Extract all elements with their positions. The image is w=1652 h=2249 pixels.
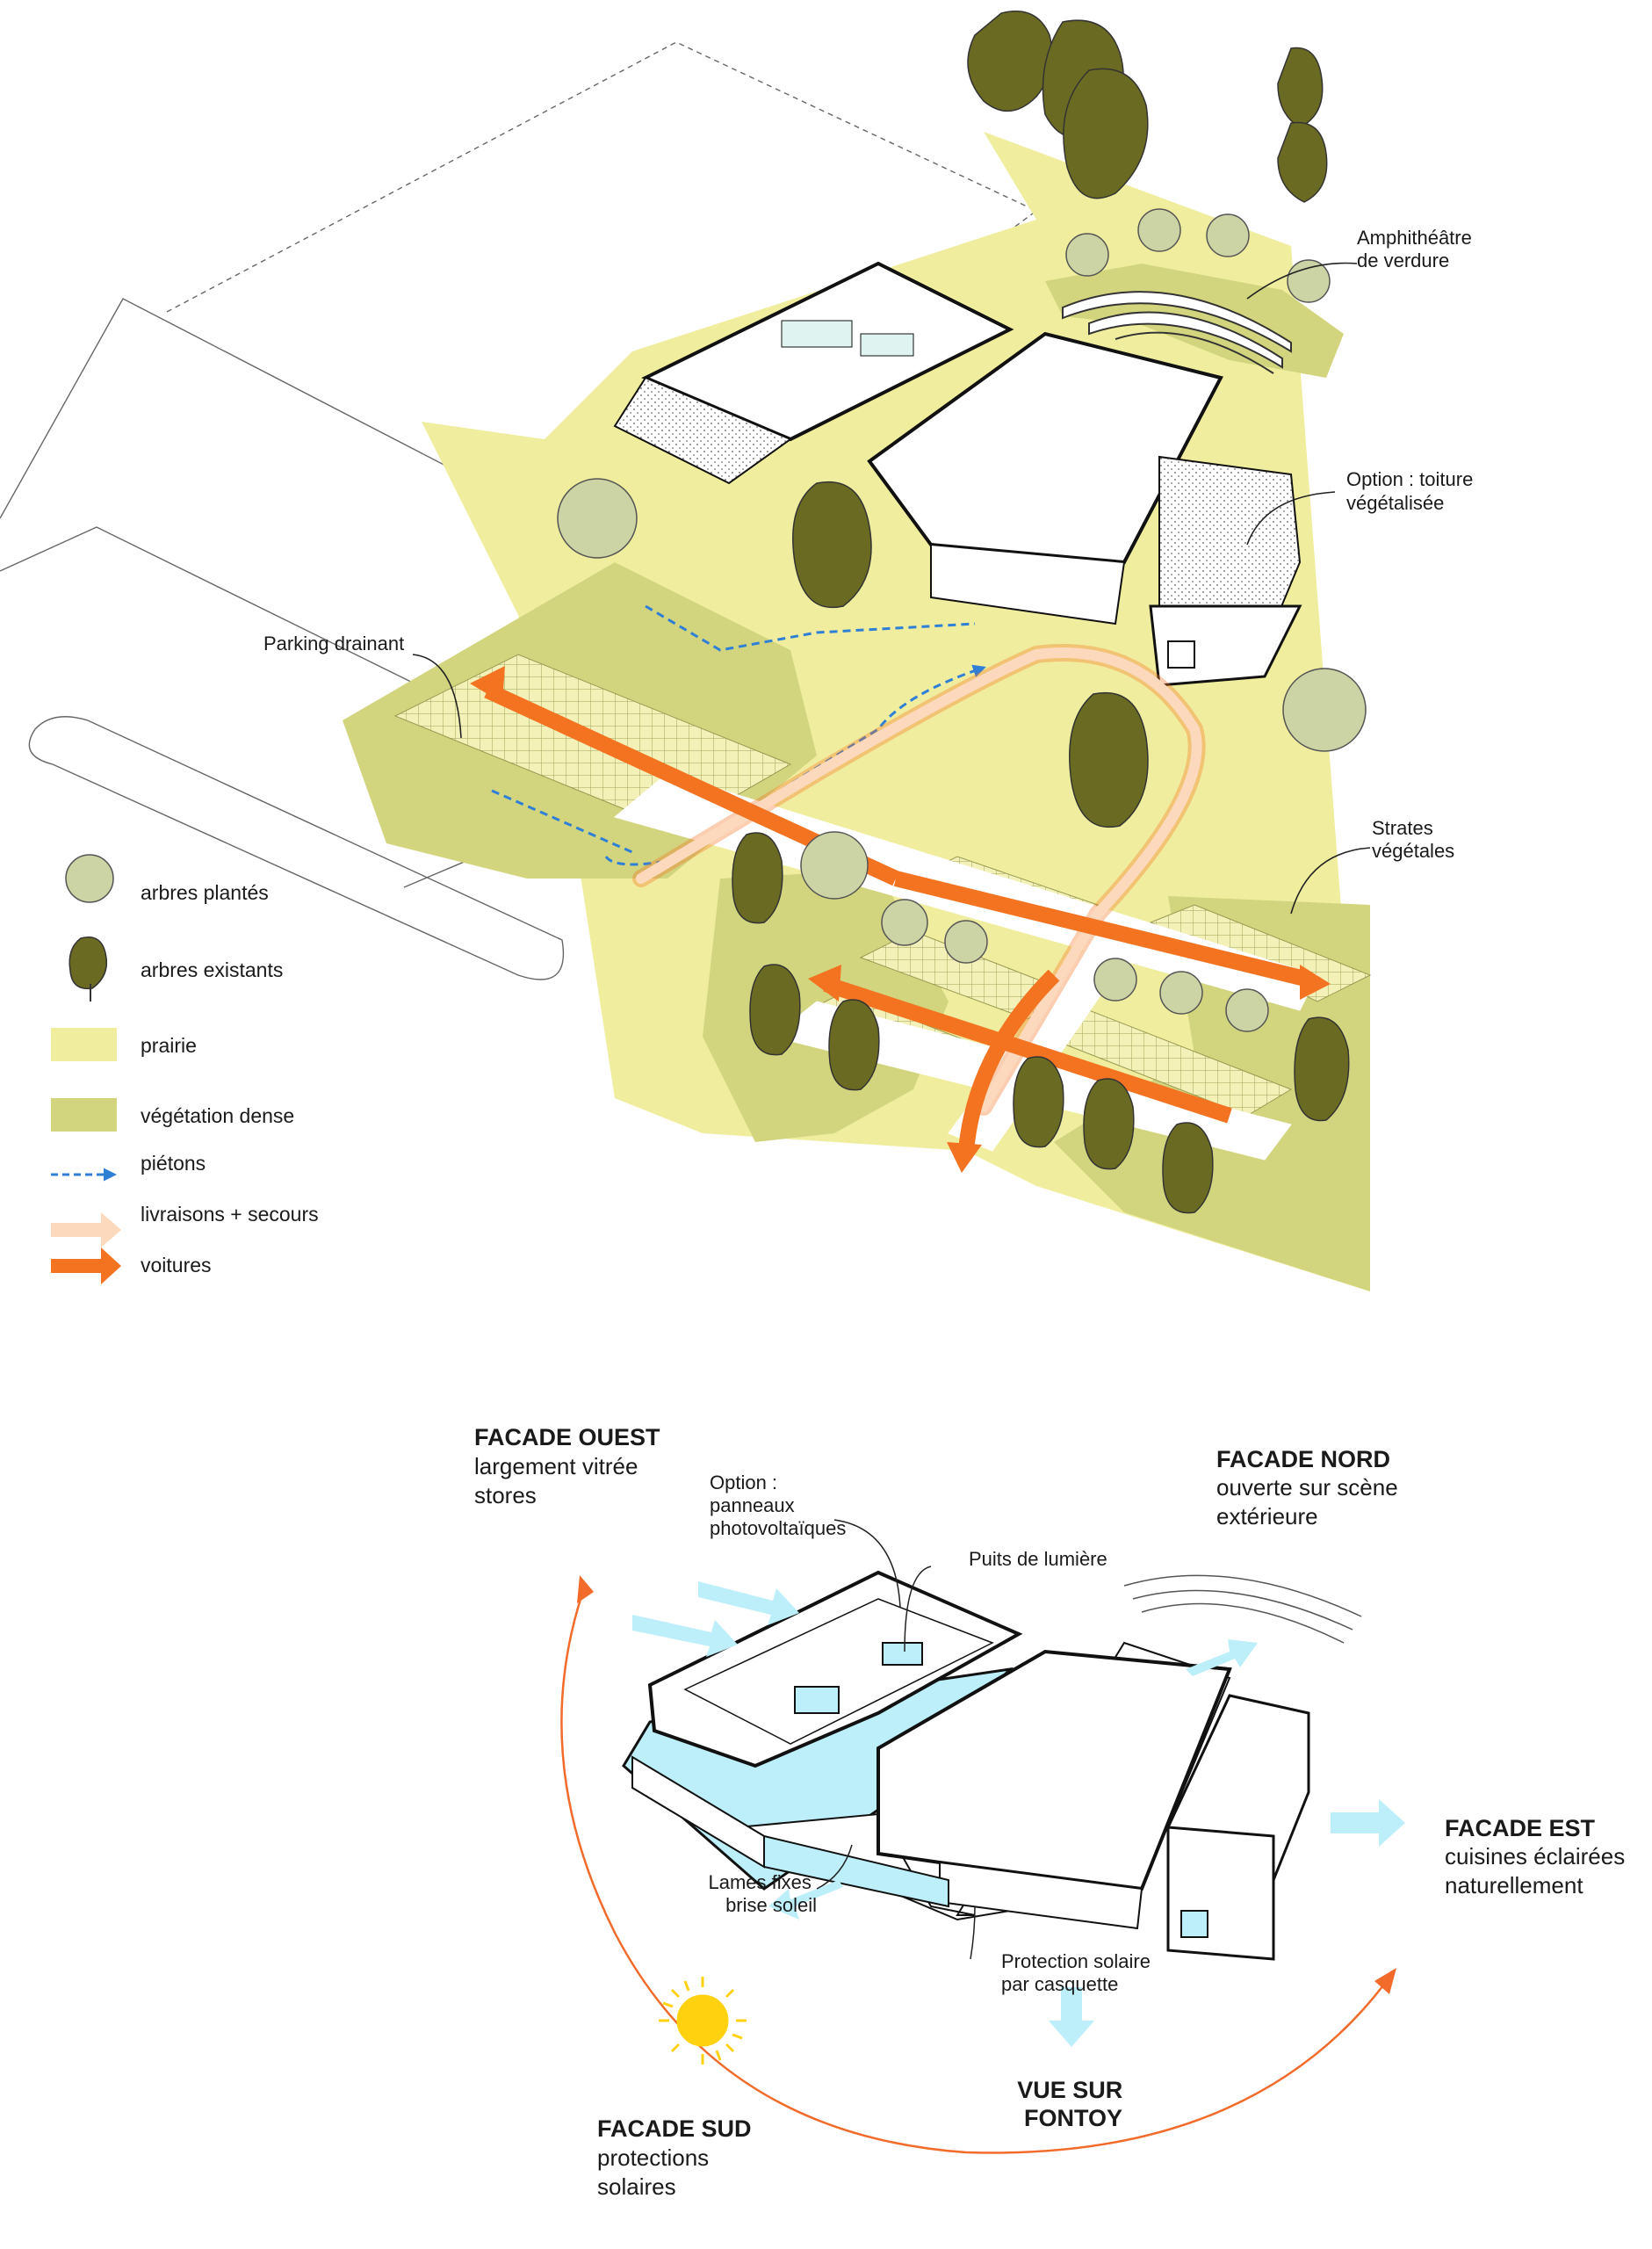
orientation-leaders — [816, 1519, 976, 1960]
planted-tree-icon — [65, 854, 114, 903]
sun-blades-note: Lames fixes brise soleil — [708, 1871, 817, 1916]
car-arrow-icon — [51, 1247, 121, 1284]
svg-text:prairie: prairie — [141, 1034, 197, 1057]
prairie-swatch — [51, 1028, 117, 1061]
site-leaders — [412, 262, 1371, 915]
facade-arrows — [632, 1581, 1405, 2047]
sun-path-arc — [560, 1587, 1384, 2154]
svg-text:livraisons + secours: livraisons + secours — [141, 1203, 319, 1226]
canopy-note: Protection solaire par casquette — [1001, 1950, 1156, 1995]
legend-item-arbres-existants: arbres existants — [69, 936, 283, 1002]
legend-item-arbres-plantes: arbres plantés — [65, 854, 269, 904]
facade-est-title: FACADE EST — [1445, 1815, 1596, 1841]
dense-swatch — [51, 1098, 117, 1132]
facade-sud-text: protections solaires — [597, 2144, 715, 2200]
car-arrowheads — [470, 666, 1331, 1173]
sun-icon — [659, 1977, 747, 2065]
legend: arbres plantés arbres existants prairie … — [51, 854, 319, 1284]
strates-label: Strates végétales — [1372, 817, 1454, 862]
legend-item-livraisons: livraisons + secours — [51, 1203, 319, 1247]
legend-item-vegetation-dense: végétation dense — [51, 1098, 294, 1132]
existing-tree-icon — [69, 936, 108, 990]
svg-text:arbres plantés: arbres plantés — [141, 881, 269, 904]
pedestrian-path — [604, 604, 984, 866]
svg-text:arbres existants: arbres existants — [141, 958, 283, 981]
legend-item-voitures: voitures — [51, 1247, 212, 1284]
light-well-note: Puits de lumière — [969, 1548, 1107, 1570]
legend-item-pietons: piétons — [51, 1152, 206, 1182]
orientation-building — [622, 1570, 1310, 1961]
facade-ouest-title: FACADE OUEST — [474, 1424, 660, 1450]
facade-sud-title: FACADE SUD — [597, 2115, 752, 2142]
main-building — [613, 261, 1302, 687]
facade-nord-text: ouverte sur scène extérieure — [1216, 1474, 1404, 1529]
vue-fontoy-title: VUE SUR FONTOY — [1017, 2077, 1129, 2131]
facade-ouest-text: largement vitrée stores — [474, 1453, 645, 1508]
legend-item-prairie: prairie — [51, 1028, 197, 1061]
svg-text:voitures: voitures — [141, 1254, 212, 1276]
amphitheatre-label: Amphithéâtre de verdure — [1357, 227, 1477, 271]
planted-trees — [557, 208, 1367, 1032]
facade-est-text: cuisines éclairées naturellement — [1445, 1843, 1631, 1898]
existing-trees — [732, 11, 1350, 1214]
orientation-amphitheatre — [1123, 1574, 1362, 1644]
amphitheatre — [1062, 291, 1292, 374]
photovoltaic-note: Option : panneaux photovoltaïques — [710, 1472, 846, 1539]
svg-text:piétons: piétons — [141, 1152, 206, 1175]
orientation-diagram: FACADE OUEST largement vitrée stores FAC… — [474, 1424, 1631, 2200]
site-plan: Amphithéâtre de verdure Option : toiture… — [0, 11, 1478, 1291]
delivery-arrow-icon — [51, 1212, 121, 1247]
facade-nord-title: FACADE NORD — [1216, 1446, 1390, 1472]
svg-text:végétation dense: végétation dense — [141, 1104, 294, 1127]
parking-label: Parking drainant — [263, 633, 404, 654]
green-roof-label: Option : toiture végétalisée — [1346, 468, 1478, 514]
